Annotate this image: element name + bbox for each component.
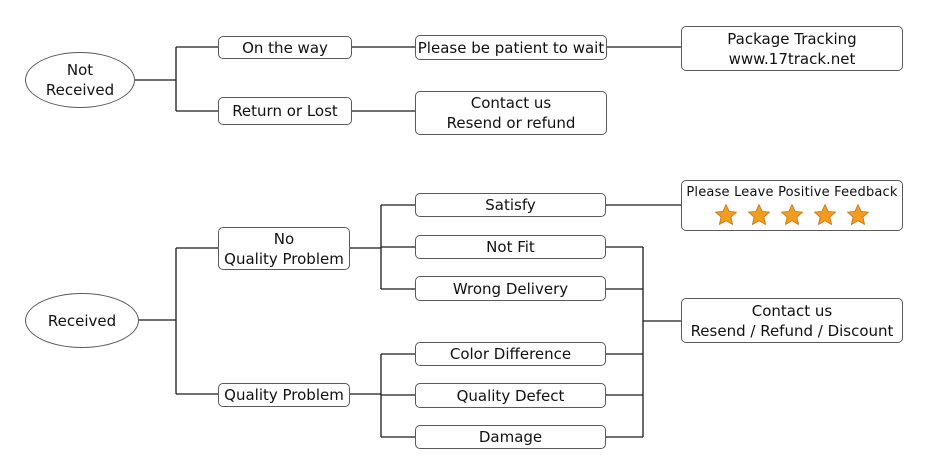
not-received-node: Not Received	[25, 52, 135, 108]
satisfy-label: Satisfy	[485, 196, 536, 214]
star-icon	[846, 203, 870, 225]
not-received-label-line2: Received	[45, 81, 115, 99]
color-difference-box: Color Difference	[415, 342, 606, 366]
positive-feedback-box: Please Leave Positive Feedback	[681, 180, 903, 231]
package-tracking-box: Package Tracking www.17track.net	[681, 26, 903, 71]
no-quality-problem-box: No Quality Problem	[218, 227, 350, 270]
tracking-url: www.17track.net	[728, 49, 856, 68]
wrong-delivery-box: Wrong Delivery	[415, 276, 606, 301]
star-icon	[747, 203, 771, 225]
star-icon	[780, 203, 804, 225]
return-or-lost-box: Return or Lost	[218, 97, 352, 125]
on-the-way-label: On the way	[242, 38, 328, 57]
on-the-way-box: On the way	[218, 36, 352, 59]
star-icon	[714, 203, 738, 225]
quality-problem-label: Quality Problem	[224, 386, 344, 404]
be-patient-box: Please be patient to wait	[415, 35, 607, 60]
resend-refund-discount-label: Resend / Refund / Discount	[690, 321, 894, 340]
contact-resend-refund-box: Contact us Resend or refund	[415, 91, 607, 135]
contact-us-label-received: Contact us	[751, 301, 833, 320]
star-icon	[813, 203, 837, 225]
resend-or-refund-label: Resend or refund	[446, 114, 576, 132]
not-fit-label: Not Fit	[486, 238, 535, 256]
wrong-delivery-label: Wrong Delivery	[452, 279, 569, 298]
quality-problem-box: Quality Problem	[218, 383, 350, 407]
package-tracking-label: Package Tracking	[727, 29, 857, 48]
be-patient-label: Please be patient to wait	[417, 38, 605, 57]
not-fit-box: Not Fit	[415, 235, 606, 259]
received-node: Received	[25, 293, 139, 348]
no-label: No	[273, 229, 295, 248]
return-or-lost-label: Return or Lost	[232, 102, 338, 120]
quality-problem-label-top: Quality Problem	[224, 249, 344, 268]
not-received-label-line1: Not	[66, 61, 94, 79]
color-difference-label: Color Difference	[449, 345, 572, 363]
contact-us-label: Contact us	[470, 94, 552, 112]
quality-defect-box: Quality Defect	[415, 383, 606, 408]
received-label: Received	[47, 311, 117, 330]
rating-stars	[714, 203, 870, 227]
satisfy-box: Satisfy	[415, 193, 606, 217]
quality-defect-label: Quality Defect	[456, 386, 565, 405]
contact-resend-refund-discount-box: Contact us Resend / Refund / Discount	[681, 298, 903, 343]
positive-feedback-label: Please Leave Positive Feedback	[686, 184, 898, 200]
damage-label: Damage	[478, 428, 543, 446]
damage-box: Damage	[415, 425, 606, 449]
